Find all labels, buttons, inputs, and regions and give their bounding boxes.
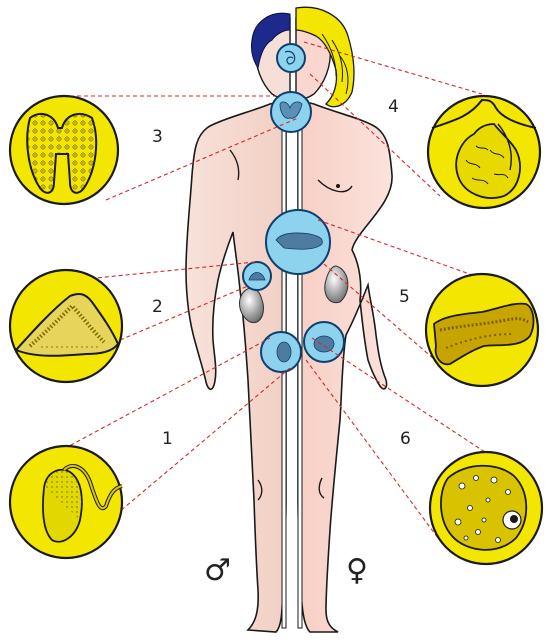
female-symbol: ♀ — [346, 553, 368, 588]
ovary-detail-icon — [430, 452, 542, 564]
male-symbol: ♂ — [204, 553, 231, 588]
label-6-ovary: 6 — [400, 429, 411, 449]
testis-detail-icon — [10, 446, 122, 558]
pituitary-detail-icon — [428, 96, 540, 208]
label-4-pituitary: 4 — [388, 97, 399, 117]
label-2-adrenal: 2 — [152, 297, 163, 317]
label-3-thyroid: 3 — [152, 127, 163, 147]
label-5-pancreas: 5 — [399, 287, 410, 307]
thyroid-detail-icon — [10, 96, 118, 204]
marker-pituitary[interactable] — [277, 44, 305, 72]
adrenal-detail-icon — [10, 270, 122, 382]
pancreas-detail-icon — [426, 274, 538, 386]
label-1-testis: 1 — [162, 429, 173, 449]
